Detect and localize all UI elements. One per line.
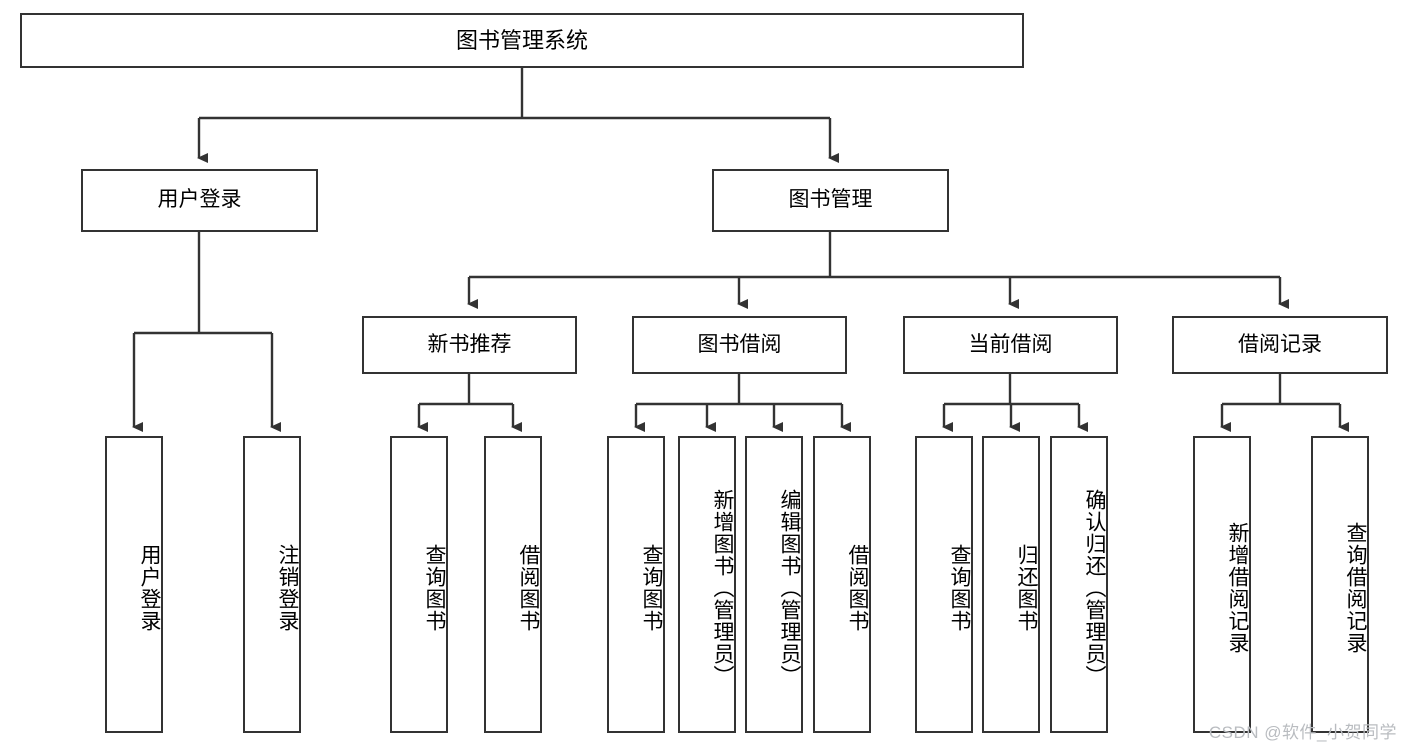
node-root-label: 图书管理系统 <box>455 27 588 53</box>
node-new-book-recommend[interactable]: 新书推荐 <box>362 316 577 374</box>
leaf-return-book[interactable]: 归还图书 <box>982 436 1040 733</box>
leaf-user-login-label: 用户登录 <box>138 543 161 632</box>
leaf-query-book-1-label: 查询图书 <box>423 543 446 632</box>
leaf-add-book-label: 新增图书（管理员） <box>711 488 734 687</box>
node-root[interactable]: 图书管理系统 <box>20 13 1024 68</box>
node-current-borrow-label: 当前借阅 <box>968 332 1053 356</box>
node-book-borrow[interactable]: 图书借阅 <box>632 316 847 374</box>
leaf-query-book-2[interactable]: 查询图书 <box>607 436 665 733</box>
node-borrow-record[interactable]: 借阅记录 <box>1172 316 1388 374</box>
node-user-login-label: 用户登录 <box>157 188 242 212</box>
node-book-borrow-label: 图书借阅 <box>697 332 782 356</box>
node-user-login[interactable]: 用户登录 <box>81 169 318 232</box>
leaf-query-record-label: 查询借阅记录 <box>1344 521 1367 654</box>
leaf-query-record[interactable]: 查询借阅记录 <box>1311 436 1369 733</box>
leaf-borrow-book-1-label: 借阅图书 <box>517 543 540 632</box>
leaf-confirm-return-label: 确认归还（管理员） <box>1083 488 1106 687</box>
leaf-edit-book-label: 编辑图书（管理员） <box>778 488 801 687</box>
leaf-add-record-label: 新增借阅记录 <box>1226 521 1249 654</box>
leaf-add-book[interactable]: 新增图书（管理员） <box>678 436 736 733</box>
leaf-user-logout-label: 注销登录 <box>276 543 299 632</box>
node-new-book-recommend-label: 新书推荐 <box>427 332 512 356</box>
leaf-query-book-1[interactable]: 查询图书 <box>390 436 448 733</box>
leaf-query-book-2-label: 查询图书 <box>640 543 663 632</box>
node-current-borrow[interactable]: 当前借阅 <box>903 316 1118 374</box>
node-borrow-record-label: 借阅记录 <box>1238 332 1322 356</box>
leaf-user-logout[interactable]: 注销登录 <box>243 436 301 733</box>
leaf-edit-book[interactable]: 编辑图书（管理员） <box>745 436 803 733</box>
leaf-add-record[interactable]: 新增借阅记录 <box>1193 436 1251 733</box>
leaf-query-book-3[interactable]: 查询图书 <box>915 436 973 733</box>
node-book-manage[interactable]: 图书管理 <box>712 169 949 232</box>
leaf-borrow-book-1[interactable]: 借阅图书 <box>484 436 542 733</box>
leaf-return-book-label: 归还图书 <box>1015 543 1038 632</box>
watermark-text: CSDN @软件_小贺同学 <box>1208 723 1397 742</box>
leaf-borrow-book-2[interactable]: 借阅图书 <box>813 436 871 733</box>
leaf-confirm-return[interactable]: 确认归还（管理员） <box>1050 436 1108 733</box>
leaf-user-login[interactable]: 用户登录 <box>105 436 163 733</box>
node-book-manage-label: 图书管理 <box>788 188 873 212</box>
leaf-query-book-3-label: 查询图书 <box>948 543 971 632</box>
leaf-borrow-book-2-label: 借阅图书 <box>846 543 869 632</box>
